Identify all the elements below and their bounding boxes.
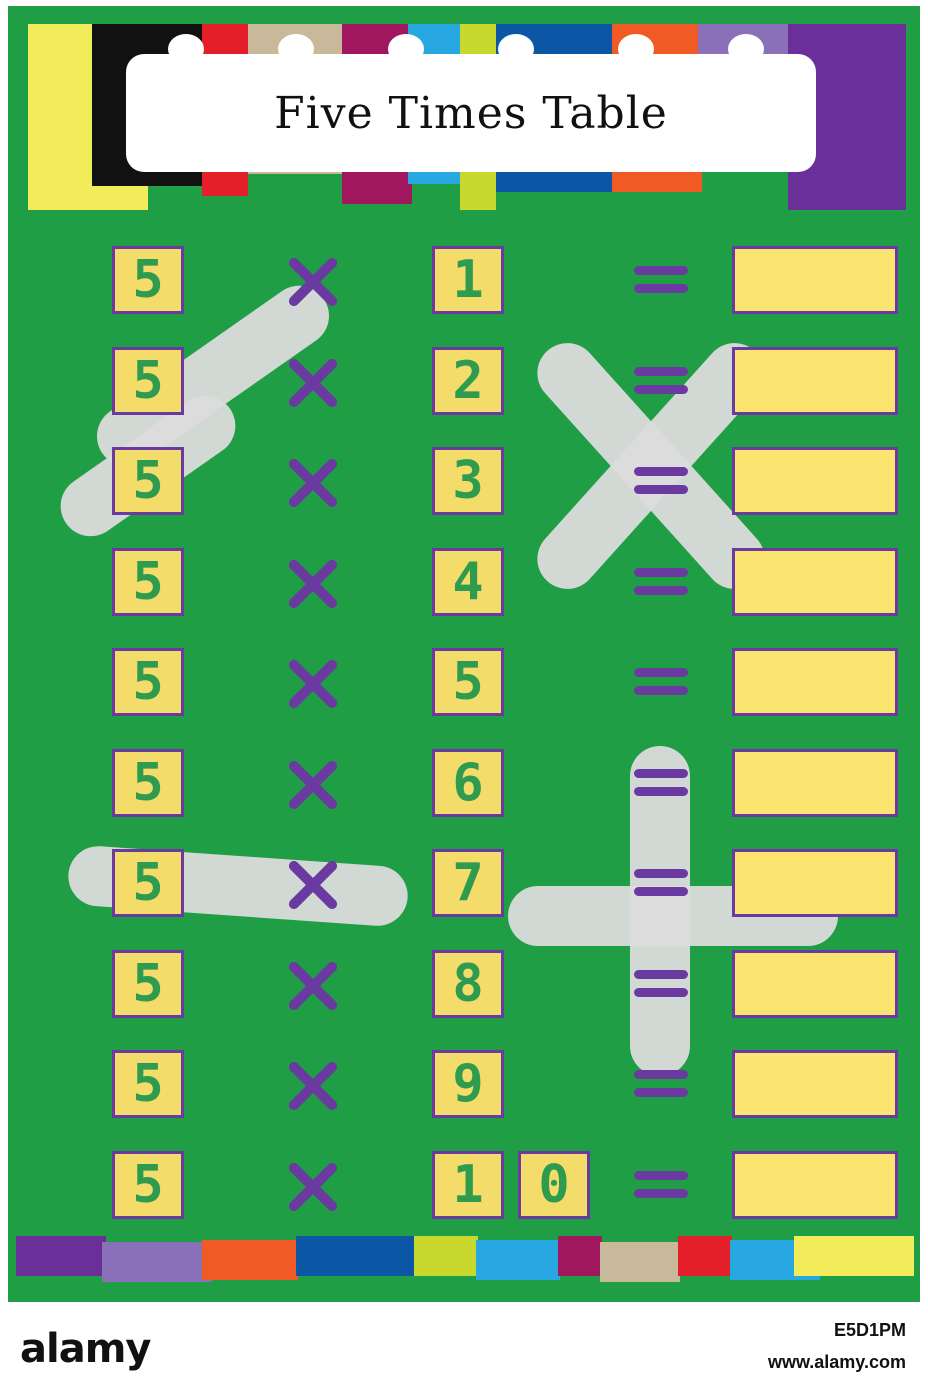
multiply-icon bbox=[282, 654, 342, 714]
answer-box[interactable] bbox=[732, 849, 898, 917]
multiply-icon bbox=[282, 554, 342, 614]
multiplicand-box: 5 bbox=[112, 246, 184, 314]
multiply-icon bbox=[282, 956, 342, 1016]
equals-icon bbox=[634, 1170, 688, 1203]
multiplicand-box: 5 bbox=[112, 1150, 184, 1219]
equals-icon bbox=[634, 869, 688, 901]
multiplier-box: 5 bbox=[432, 648, 504, 716]
multiplier-box: 9 bbox=[432, 1050, 504, 1118]
bottom-color-strip bbox=[16, 1236, 106, 1276]
puzzle-tab bbox=[728, 34, 764, 64]
bottom-color-strip bbox=[558, 1236, 602, 1276]
multiplicand-box: 5 bbox=[112, 346, 184, 415]
equals-icon bbox=[634, 567, 688, 600]
bottom-color-strip bbox=[476, 1240, 560, 1280]
watermark-url: www.alamy.com bbox=[767, 1352, 906, 1372]
multiply-icon bbox=[282, 1056, 342, 1116]
multiply-icon bbox=[282, 755, 342, 815]
multiplier-box: 7 bbox=[432, 849, 504, 917]
bottom-color-strip bbox=[202, 1240, 298, 1280]
puzzle-tab bbox=[278, 34, 314, 64]
equals-icon bbox=[634, 668, 688, 700]
answer-box[interactable] bbox=[732, 949, 898, 1018]
bottom-color-strip bbox=[102, 1242, 212, 1282]
answer-box[interactable] bbox=[732, 447, 898, 515]
page-title: Five Times Table bbox=[274, 87, 668, 139]
multiplicand-box: 5 bbox=[112, 748, 184, 817]
equals-icon bbox=[634, 768, 688, 801]
multiply-icon bbox=[282, 353, 342, 413]
equals-icon bbox=[634, 266, 688, 298]
puzzle-tab bbox=[498, 34, 534, 64]
multiplier-box: 4 bbox=[432, 547, 504, 616]
answer-box[interactable] bbox=[732, 648, 898, 716]
multiplier-box: 0 bbox=[518, 1150, 590, 1219]
puzzle-tab bbox=[168, 34, 204, 64]
answer-box[interactable] bbox=[732, 1050, 898, 1118]
multiplier-box: 6 bbox=[432, 748, 504, 817]
multiply-icon bbox=[282, 855, 342, 915]
multiplier-box: 8 bbox=[432, 949, 504, 1018]
bottom-color-strip bbox=[794, 1236, 914, 1276]
multiplicand-box: 5 bbox=[112, 447, 184, 515]
equals-icon bbox=[634, 467, 688, 499]
multiply-icon bbox=[282, 453, 342, 513]
multiplicand-box: 5 bbox=[112, 1050, 184, 1118]
multiplier-box: 2 bbox=[432, 346, 504, 415]
puzzle-tab bbox=[618, 34, 654, 64]
puzzle-tab bbox=[388, 34, 424, 64]
multiplier-box: 1 bbox=[432, 246, 504, 314]
answer-box[interactable] bbox=[732, 1150, 898, 1219]
title-banner: Five Times Table bbox=[126, 54, 816, 172]
bottom-color-strip bbox=[678, 1236, 732, 1276]
multiplicand-box: 5 bbox=[112, 648, 184, 716]
multiply-icon bbox=[282, 1157, 342, 1217]
multiplicand-box: 5 bbox=[112, 849, 184, 917]
multiplicand-box: 5 bbox=[112, 949, 184, 1018]
bottom-color-strip bbox=[414, 1236, 478, 1276]
multiplier-box: 1 bbox=[432, 1150, 504, 1219]
answer-box[interactable] bbox=[732, 547, 898, 616]
answer-box[interactable] bbox=[732, 748, 898, 817]
watermark-image-id: E5D1PM bbox=[833, 1320, 906, 1340]
bottom-color-strip bbox=[296, 1236, 416, 1276]
multiplicand-box: 5 bbox=[112, 547, 184, 616]
multiplier-box: 3 bbox=[432, 447, 504, 515]
answer-box[interactable] bbox=[732, 246, 898, 314]
watermark-logo: alamy bbox=[20, 1326, 151, 1372]
equals-icon bbox=[634, 969, 688, 1002]
equals-icon bbox=[634, 1070, 688, 1102]
equals-icon bbox=[634, 366, 688, 399]
answer-box[interactable] bbox=[732, 346, 898, 415]
bottom-color-strip bbox=[600, 1242, 680, 1282]
multiply-icon bbox=[282, 252, 342, 312]
